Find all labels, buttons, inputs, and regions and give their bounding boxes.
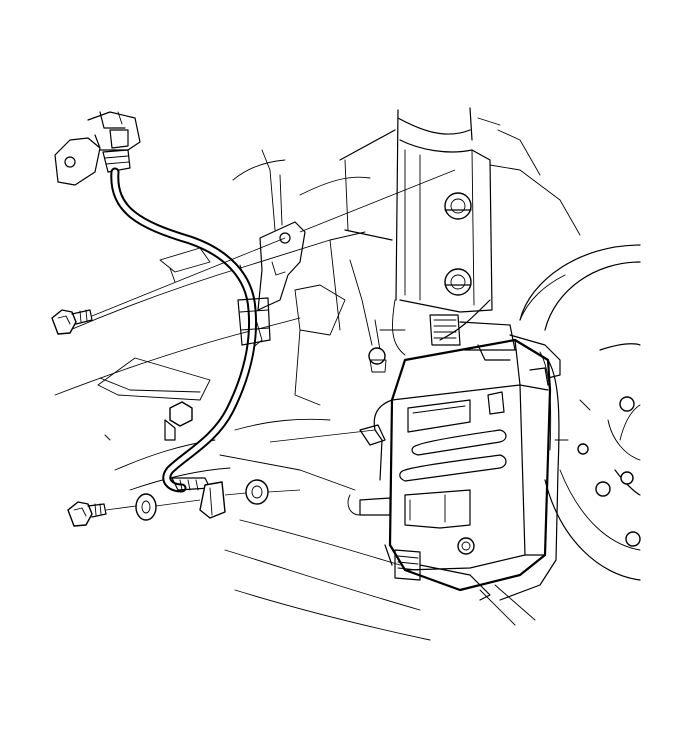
leader-lines	[91, 169, 456, 511]
steering-knuckle	[368, 299, 491, 373]
brake-hose	[102, 149, 271, 493]
copper-washer-inner	[245, 479, 269, 505]
brake-rotor	[519, 244, 641, 581]
upper-hose-bracket-mount	[54, 111, 141, 186]
brake-caliper	[347, 314, 561, 601]
hose-retaining-bracket	[257, 221, 306, 311]
bracket-bolt	[51, 309, 93, 335]
frame-stud	[164, 401, 193, 441]
banjo-fitting	[171, 477, 226, 519]
strut-assembly	[339, 107, 581, 313]
copper-washer-outer	[135, 493, 157, 521]
banjo-bolt	[67, 501, 107, 527]
frame-rail	[54, 149, 536, 641]
